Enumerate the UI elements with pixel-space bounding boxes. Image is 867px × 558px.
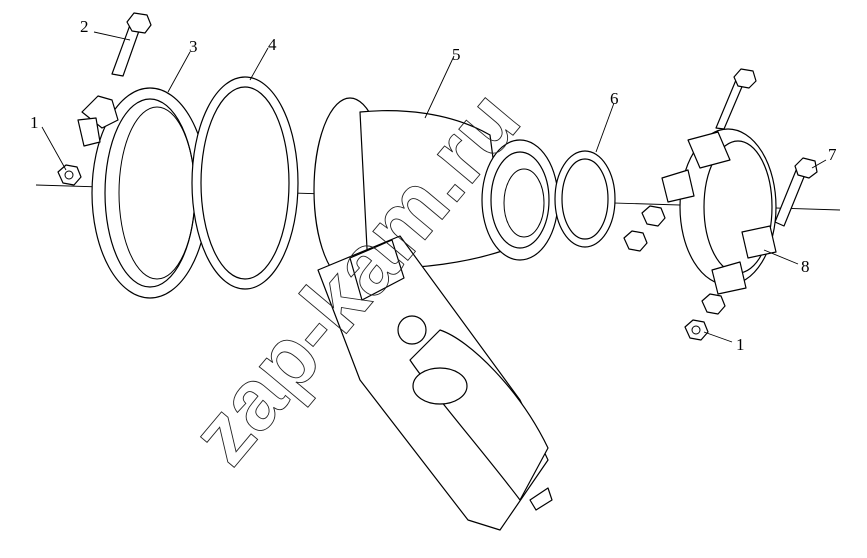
v-band-clamp-left	[77, 87, 209, 299]
sealing-ring-small	[554, 150, 616, 248]
callout-leaders	[41, 31, 827, 343]
callout-1-left: 1	[30, 113, 39, 132]
callout-3: 3	[189, 37, 198, 56]
sealing-ring-large	[191, 76, 299, 290]
clamp-nut-left	[57, 164, 82, 186]
clamp-nut-right	[623, 205, 726, 341]
callout-8: 8	[801, 257, 810, 276]
callout-2: 2	[80, 17, 89, 36]
exhaust-brake-valve	[313, 97, 559, 531]
split-clamp-right	[661, 128, 777, 295]
callout-6: 6	[610, 89, 619, 108]
callout-5: 5	[452, 45, 461, 64]
callout-7: 7	[828, 145, 837, 164]
clamp-bolt-left	[111, 12, 152, 77]
callout-1-right: 1	[736, 335, 745, 354]
callout-4: 4	[268, 35, 277, 54]
clamp-bolt-right	[715, 68, 818, 227]
